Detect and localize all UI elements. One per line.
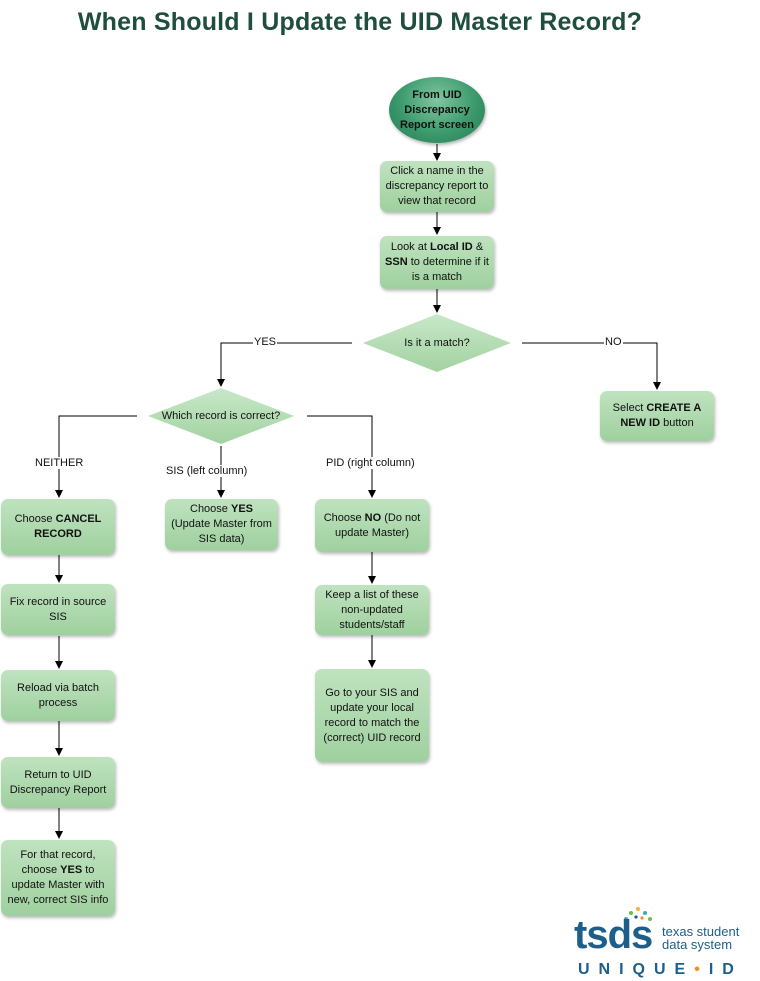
edge-which-pid (307, 415, 376, 498)
start-node: From UID Discrepancy Report screen (389, 77, 485, 143)
edge-label-yes: YES (253, 336, 278, 348)
edge-match-no (522, 342, 661, 390)
step-choose-yes: Choose YES (Update Master from SIS data) (165, 499, 278, 550)
edge-label-neither: NEITHER (34, 457, 85, 469)
start-line-1: From UID (412, 88, 462, 101)
edge-match-yes (217, 342, 352, 387)
page-title: When Should I Update the UID Master Reco… (77, 8, 643, 36)
logo-mark: tsds (574, 913, 653, 957)
step-look-at: Look at Local ID & SSN to determine if i… (380, 236, 494, 289)
edge-label-sis: SIS (left column) (165, 465, 249, 477)
start-line-3: Report screen (400, 118, 474, 131)
logo-dots-icon (624, 907, 652, 921)
edge-which-neither (55, 415, 137, 498)
decision-is-match-shape (363, 314, 511, 372)
step-go-sis: Go to your SIS and update your local rec… (315, 669, 429, 762)
step-create-new-id: Select CREATE A NEW ID button (600, 391, 714, 441)
step-for-that-record: For that record, choose YES to update Ma… (1, 840, 115, 916)
step-keep-list: Keep a list of these non-updated student… (315, 585, 429, 635)
step-fix-record: Fix record in source SIS (1, 584, 115, 635)
step-click-name: Click a name in the discrepancy report t… (380, 161, 494, 212)
step-return-uid: Return to UID Discrepancy Report (1, 757, 115, 808)
decision-is-match: Is it a match? (404, 337, 470, 349)
logo-dot-icon: • (694, 961, 709, 978)
decision-which-record-shape (148, 388, 294, 444)
step-choose-cancel: Choose CANCEL RECORD (1, 499, 115, 555)
decision-which-record: Which record is correct? (161, 410, 281, 422)
edge-label-no: NO (604, 336, 623, 348)
start-line-2: Discrepancy (404, 103, 470, 116)
step-choose-no: Choose NO (Do not update Master) (315, 499, 429, 552)
logo-tagline: UNIQUE•ID (578, 961, 743, 978)
edge-label-pid: PID (right column) (325, 457, 416, 469)
step-reload: Reload via batch process (1, 670, 115, 721)
